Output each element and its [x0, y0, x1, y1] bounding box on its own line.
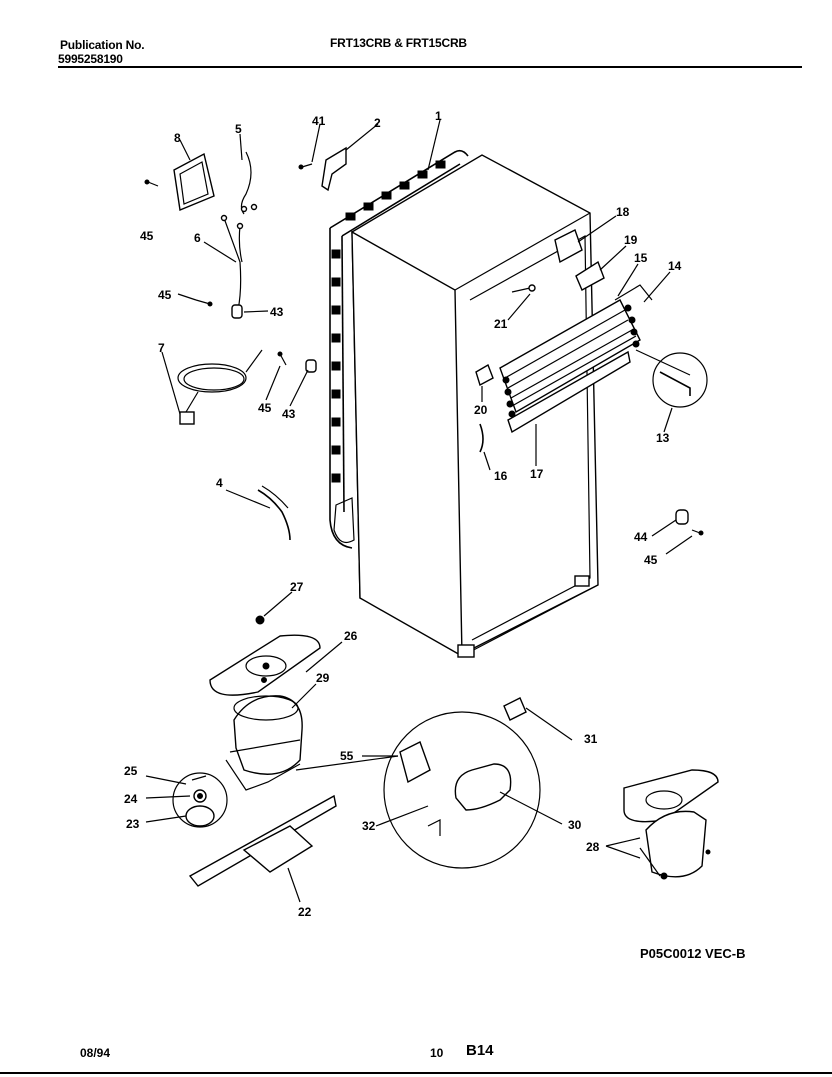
callout-23: 23 [126, 817, 140, 831]
footer-date: 08/94 [80, 1046, 111, 1060]
callout-41: 41 [312, 114, 326, 128]
callout-5: 5 [235, 122, 242, 136]
leader-lines [145, 119, 693, 903]
callout-32: 32 [362, 819, 376, 833]
cabinet-drawing [351, 154, 599, 658]
callout-30: 30 [568, 818, 582, 832]
callout-45a: 45 [140, 229, 154, 243]
callout-18: 18 [616, 205, 630, 219]
left-parts-drawing [144, 146, 347, 541]
callout-1: 1 [435, 109, 442, 123]
callout-15: 15 [634, 251, 648, 265]
header-rule [58, 66, 802, 68]
callout-44: 44 [634, 530, 648, 544]
callout-24: 24 [124, 792, 138, 806]
callout-29: 29 [316, 671, 330, 685]
footer-rule [0, 1072, 832, 1074]
right-parts-drawing [675, 509, 704, 536]
footer-section: B14 [466, 1042, 494, 1059]
model-numbers: FRT13CRB & FRT15CRB [330, 36, 467, 50]
callout-25: 25 [124, 764, 138, 778]
callout-labels: 1 2 4 5 6 7 8 13 14 15 16 17 18 19 20 21… [124, 109, 682, 919]
callout-20: 20 [474, 403, 488, 417]
callout-45b: 45 [158, 288, 172, 302]
callout-45d: 45 [644, 553, 658, 567]
callout-6: 6 [194, 231, 201, 245]
callout-4: 4 [216, 476, 223, 490]
footer-page-number: 10 [430, 1046, 444, 1060]
callout-43a: 43 [270, 305, 284, 319]
diagram-code: P05C0012 VEC-B [640, 946, 746, 961]
callout-7: 7 [158, 341, 165, 355]
callout-13: 13 [656, 431, 670, 445]
callout-8: 8 [174, 131, 181, 145]
callout-45c: 45 [258, 401, 272, 415]
callout-17: 17 [530, 467, 544, 481]
callout-27: 27 [290, 580, 304, 594]
callout-28: 28 [586, 840, 600, 854]
callout-14: 14 [668, 259, 682, 273]
callout-55: 55 [340, 749, 354, 763]
condenser-coil-drawing [329, 149, 469, 549]
compressor-drawing [172, 615, 719, 887]
callout-31: 31 [584, 732, 598, 746]
evaporator-drawing [475, 229, 708, 453]
publication-label: Publication No. [60, 38, 145, 52]
callout-16: 16 [494, 469, 508, 483]
publication-number: 5995258190 [58, 52, 123, 66]
callout-22: 22 [298, 905, 312, 919]
callout-26: 26 [344, 629, 358, 643]
callout-2: 2 [374, 116, 381, 130]
callout-43b: 43 [282, 407, 296, 421]
callout-19: 19 [624, 233, 638, 247]
callout-21: 21 [494, 317, 508, 331]
